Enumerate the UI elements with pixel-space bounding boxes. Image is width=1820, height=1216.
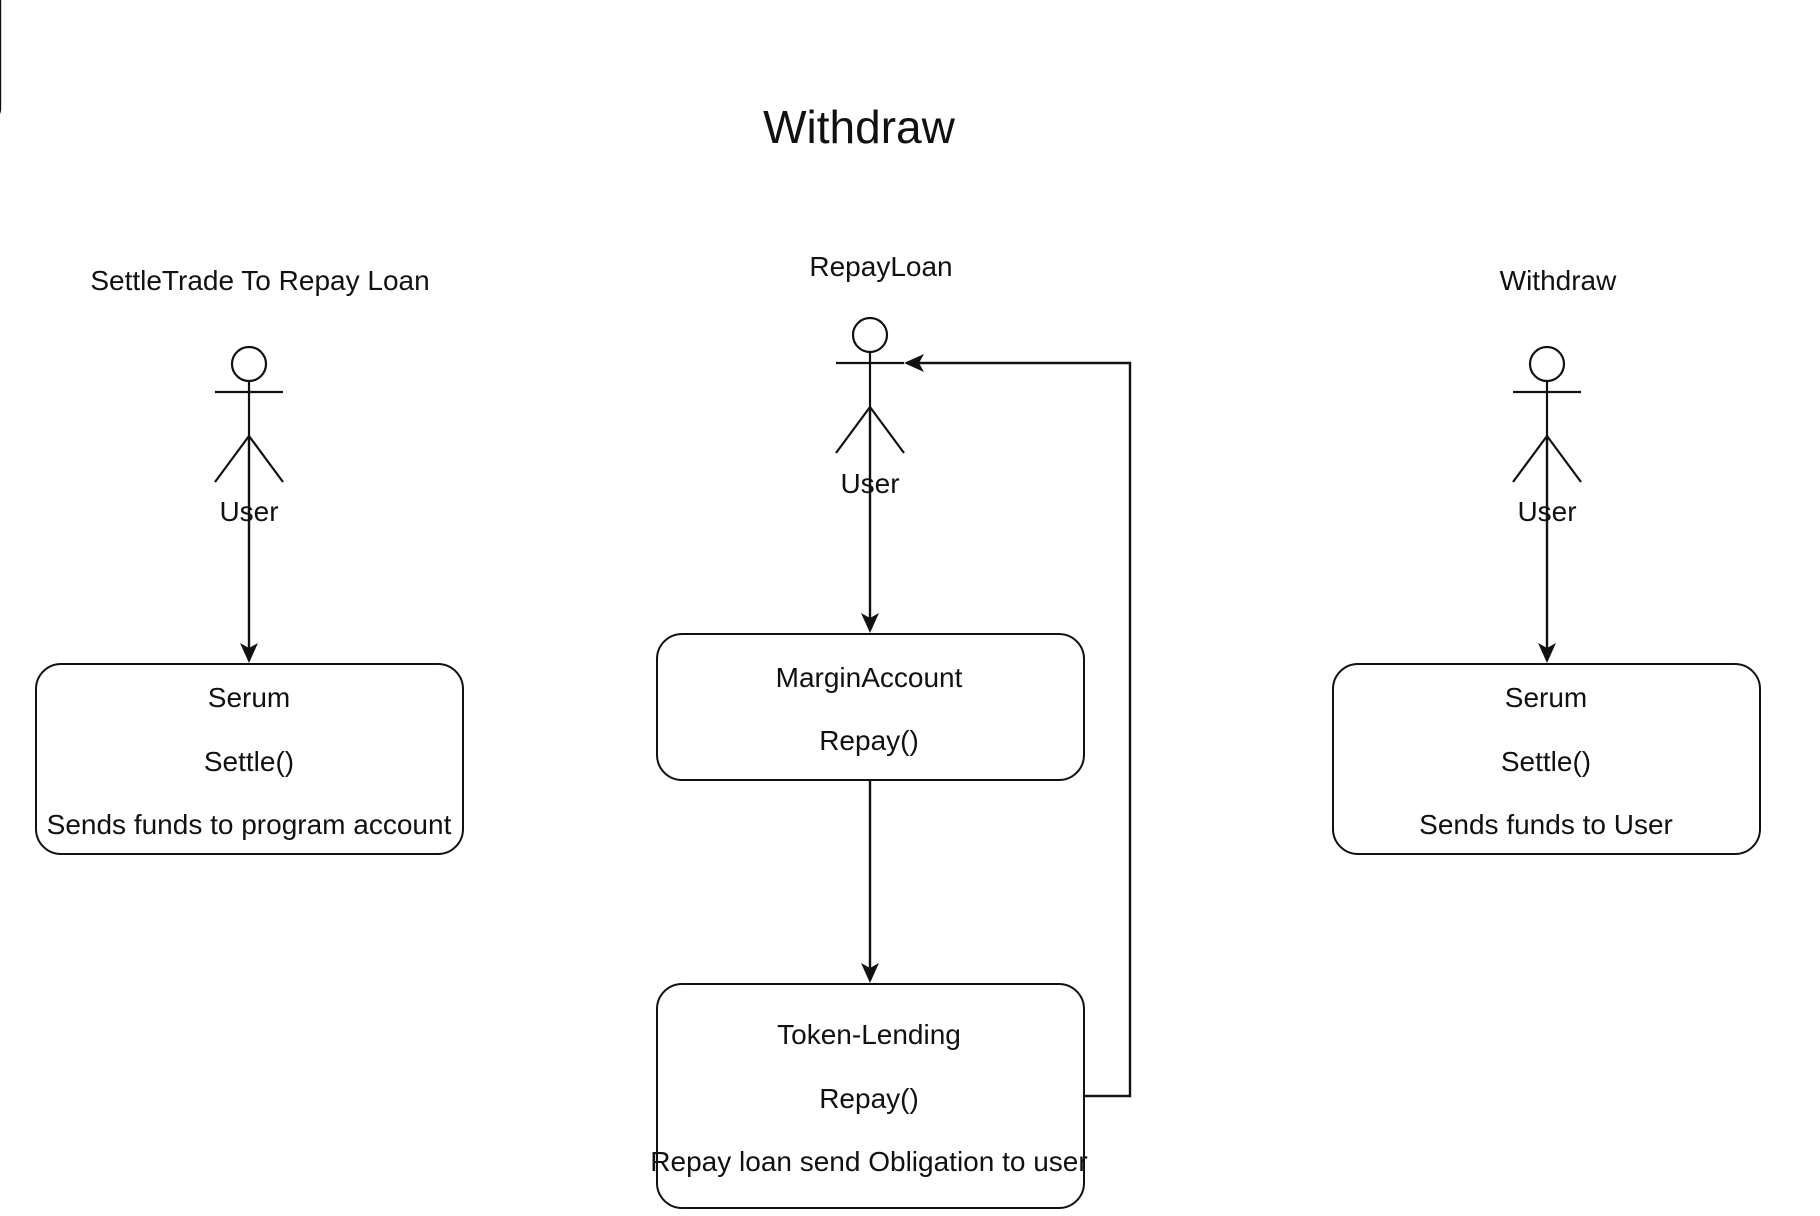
- actor-label-withdraw: User: [1517, 496, 1577, 527]
- heading-settletrade: SettleTrade To Repay Loan: [90, 265, 430, 296]
- serum-right-name: Serum: [1504, 682, 1588, 713]
- arrowhead-marginaccount: [861, 613, 879, 633]
- heading-withdraw: Withdraw: [1499, 265, 1617, 296]
- serum-left-name: Serum: [207, 682, 291, 713]
- tokenlending-method: Repay(): [819, 1083, 919, 1114]
- heading-repayloan: RepayLoan: [809, 251, 953, 282]
- tokenlending-name: Token-Lending: [777, 1019, 961, 1050]
- serum-left-description: Sends funds to program account: [46, 809, 452, 840]
- serum-right-description: Sends funds to User: [1419, 809, 1673, 840]
- tokenlending-description: Repay loan send Obligation to user: [650, 1146, 1088, 1177]
- actor-label-repayloan: User: [840, 468, 900, 499]
- actor-user-withdraw: [1512, 345, 1582, 483]
- actor-label-settletrade: User: [219, 496, 279, 527]
- arrowhead-serum-left: [240, 643, 258, 663]
- tokenlending-box: [656, 983, 1085, 1209]
- serum-box-left: [35, 663, 464, 855]
- actor-user-settletrade: [214, 345, 284, 483]
- marginaccount-name: MarginAccount: [775, 662, 963, 693]
- actor-user-repayloan: [835, 316, 905, 454]
- diagram-title: Withdraw: [763, 101, 955, 153]
- serum-box-right: [1332, 663, 1761, 855]
- serum-right-method: Settle(): [1500, 746, 1592, 777]
- marginaccount-method: Repay(): [819, 725, 919, 756]
- arrowhead-serum-right: [1538, 643, 1556, 663]
- marginaccount-box: [656, 633, 1085, 781]
- serum-left-method: Settle(): [203, 746, 295, 777]
- edge-tokenlending-to-user: [918, 361, 1132, 1098]
- arrowhead-return-user: [904, 354, 924, 372]
- arrowhead-tokenlending: [861, 963, 879, 983]
